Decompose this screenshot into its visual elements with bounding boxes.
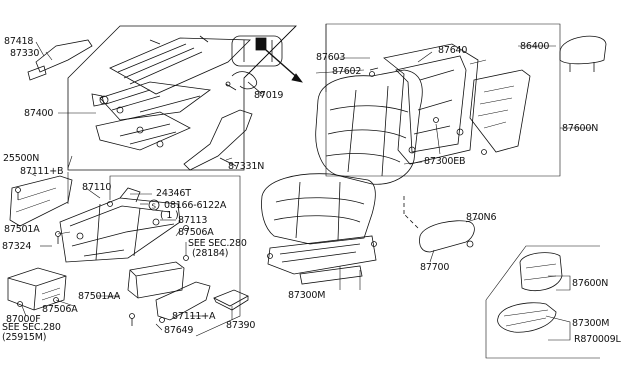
inset-seat-view — [485, 245, 600, 359]
callout-87400: 87400 — [24, 108, 54, 119]
module-87506A — [127, 261, 185, 299]
seat-back-box — [325, 23, 561, 177]
see-sec-280-top: SEE SEC.280 — [188, 238, 247, 249]
callout-87418: 87418 — [4, 36, 34, 47]
callout-25500N: 25500N — [3, 153, 40, 164]
callout-87506A-bot: 87506A — [42, 304, 78, 315]
callout-87649: 87649 — [164, 325, 194, 336]
callout-87600N: 87600N — [562, 123, 599, 134]
diagram-code: R870009L — [574, 334, 621, 345]
callout-87501AA: 87501AA — [78, 291, 121, 302]
see-sec-280-top-ref: (28184) — [192, 248, 229, 259]
trim-87330 — [27, 65, 47, 81]
callout-24346T: 24346T — [156, 188, 191, 199]
callout-08166-qty: ( 1 ) — [160, 210, 179, 221]
callout-87390: 87390 — [226, 320, 256, 331]
callout-87113: 87113 — [178, 215, 208, 226]
seat-cushion-87300M — [261, 173, 377, 285]
callout-87602: 87602 — [332, 66, 362, 77]
callout-87640: 87640 — [438, 45, 468, 56]
callout-870N6: 870N6 — [466, 212, 497, 223]
callout-87110: 87110 — [82, 182, 112, 193]
seat-back-87600N — [315, 69, 423, 185]
callout-87111A: 87111+A — [172, 311, 216, 322]
callout-87603: 87603 — [316, 52, 346, 63]
callout-87300EB: 87300EB — [424, 156, 466, 167]
callout-87000F: 87000F — [6, 314, 41, 325]
screws — [15, 67, 487, 326]
headrest-86400 — [559, 35, 607, 72]
callout-87506A-top: 87506A — [178, 227, 214, 238]
callout-86400: 86400 — [520, 41, 550, 52]
callout-87330: 87330 — [10, 48, 40, 59]
seat-back-pad — [469, 69, 531, 153]
vehicle-location-icon — [231, 35, 283, 67]
side-finisher-87111A — [155, 281, 211, 321]
side-cover-87331N — [183, 109, 253, 171]
callout-87324: 87324 — [2, 241, 32, 252]
callout-87019: 87019 — [254, 90, 284, 101]
wire-harness-87019 — [225, 71, 263, 95]
callout-87501A: 87501A — [4, 224, 40, 235]
see-sec-280-bot: SEE SEC.280 — [2, 322, 61, 333]
leader-lines — [21, 41, 592, 331]
control-unit-87000F — [7, 267, 67, 311]
seat-adjuster-mechanism — [91, 35, 251, 151]
bolt-symbol: S — [152, 203, 157, 211]
seat-back-frame — [383, 43, 479, 165]
side-trim-87418 — [35, 39, 93, 73]
callout-87111B: 87111+B — [20, 166, 64, 177]
callout-87300M: 87300M — [288, 290, 326, 301]
callout-87300M-inset: 87300M — [572, 318, 610, 329]
frame-group-box — [109, 175, 241, 337]
callout-87600N-inset: 87600N — [572, 278, 609, 289]
bolt-symbol-circle — [148, 199, 160, 211]
callout-87331N: 87331N — [228, 161, 265, 172]
callout-08166-6122A: 08166-6122A — [164, 200, 227, 211]
armrest-87700 — [419, 220, 475, 253]
seat-cushion-frame-87110 — [59, 187, 181, 263]
callout-87700: 87700 — [420, 262, 450, 273]
side-finisher-87111B — [9, 175, 73, 227]
see-sec-280-bot-ref: (25915M) — [2, 332, 47, 343]
